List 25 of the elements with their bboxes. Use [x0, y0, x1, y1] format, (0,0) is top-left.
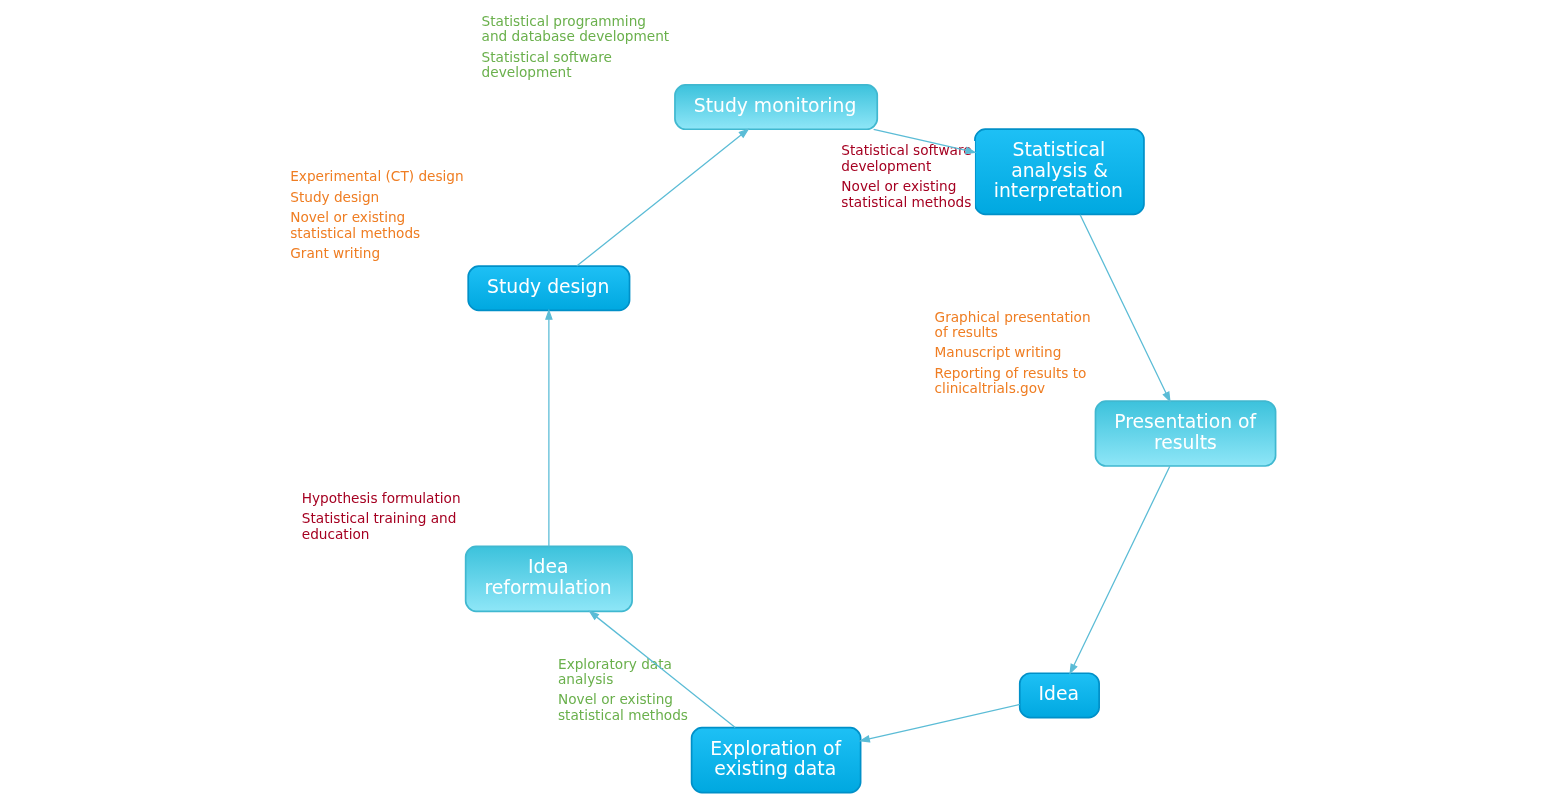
node-label: Novel or existing statistical methods — [840, 178, 971, 210]
node-box: Presentation of results — [1094, 400, 1276, 467]
node-label: Study design — [289, 188, 379, 205]
arrow — [858, 703, 1020, 743]
arrow — [1068, 465, 1170, 675]
node-label: Statistical training and education — [301, 510, 456, 542]
node-label: Hypothesis formulation — [301, 489, 461, 506]
node-box: Exploration of existing data — [690, 726, 861, 794]
node-label: Statistical programming and database development — [481, 12, 669, 45]
node-label: Statistical software development — [481, 48, 612, 81]
node-label: Manuscript writing — [934, 344, 1061, 361]
node-box: Idea reformulation — [464, 545, 633, 613]
node-box: Study design — [466, 265, 630, 312]
arrow — [575, 128, 750, 267]
node-label: Novel or existing statistical methods — [289, 209, 420, 241]
node-label: Grant writing — [289, 245, 380, 262]
node-box: Study monitoring — [673, 84, 878, 131]
arrow — [544, 308, 553, 548]
node-box: Idea — [1018, 672, 1100, 719]
node-label: Reporting of results to clinicaltrials.gov — [934, 364, 1086, 397]
node-label: Novel or existing statistical methods — [557, 691, 688, 723]
arrow — [1078, 214, 1171, 403]
node-label: Graphical presentation of results — [934, 308, 1091, 340]
node-label: Experimental (CT) design — [289, 168, 464, 185]
arrow — [587, 610, 736, 729]
